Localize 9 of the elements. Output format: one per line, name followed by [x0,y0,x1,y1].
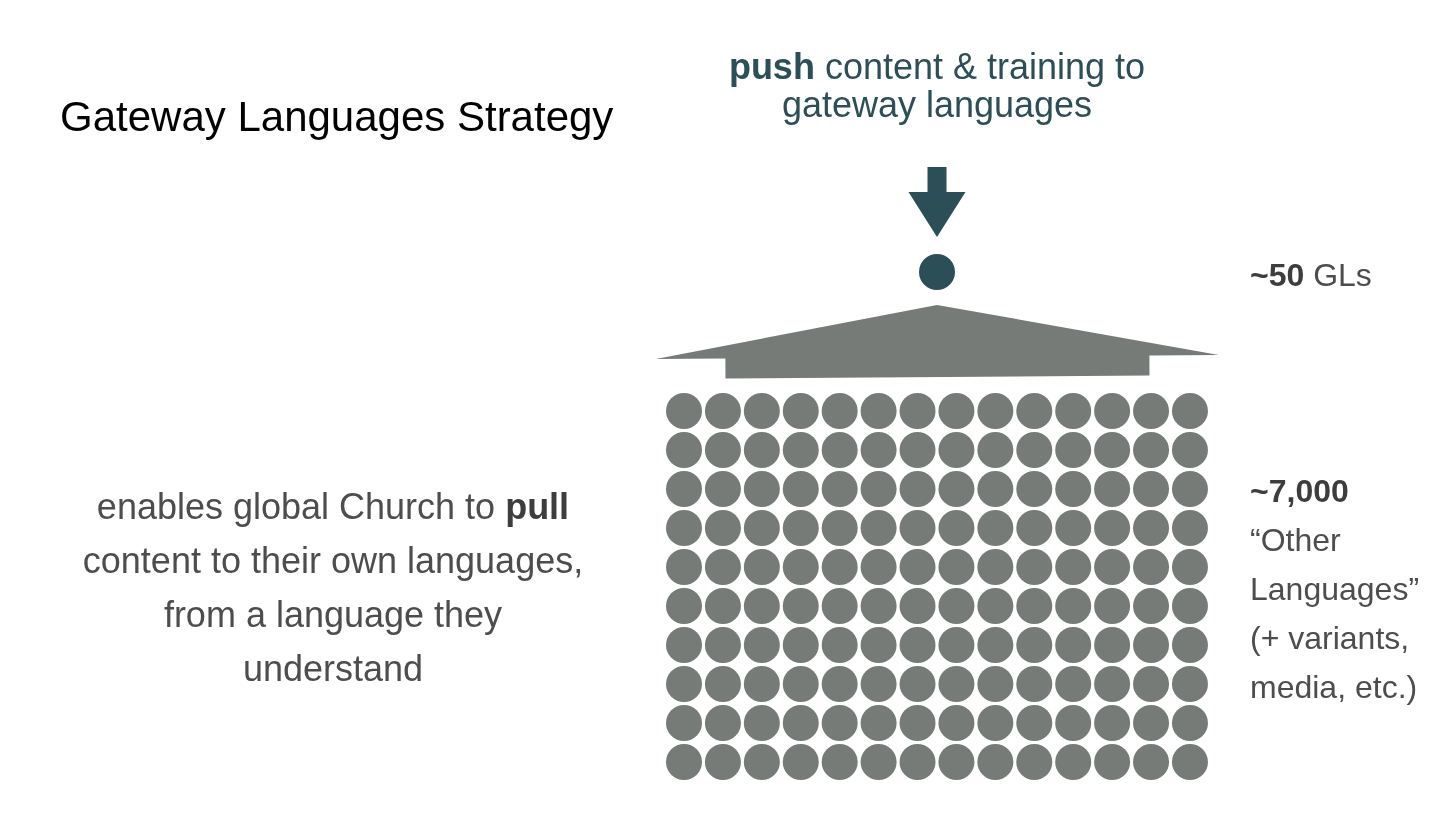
title: Gateway Languages Strategy [60,93,614,141]
count-label: ~50 GLs [1250,256,1372,295]
block-arrow [655,305,1219,379]
dot [919,254,955,290]
block-arrow [908,167,966,237]
description-text: enables global Church to pull content to their own languages, from a language they understand [81,485,585,691]
push-text: push content & training to gateway languages [697,48,1177,124]
count-label: ~7,000 “Other Languages” (+ variants, media, etc.) [1250,472,1421,707]
dot-grid-drawing [666,393,1209,781]
